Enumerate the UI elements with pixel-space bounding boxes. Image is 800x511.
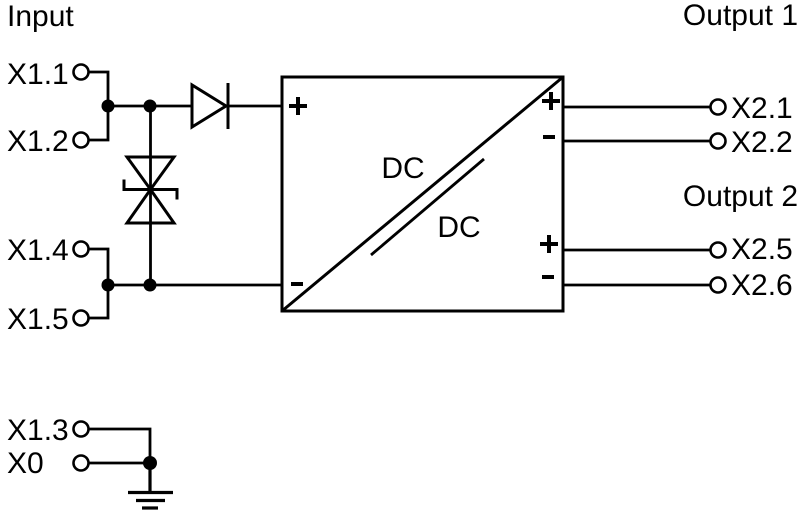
dcdc-converter-block: DC DC <box>280 75 565 313</box>
terminal-x1-1: X1.1 <box>7 58 90 91</box>
terminal-x1-5: X1.5 <box>7 303 90 336</box>
tvs-bottom-triangle <box>124 186 177 225</box>
terminal-label-x2-5: X2.5 <box>731 233 793 266</box>
input-section-label: Input <box>7 0 74 33</box>
junction-dot-top-left <box>101 99 115 113</box>
diode-icon <box>190 82 230 130</box>
tvs-z-bar <box>122 179 179 200</box>
terminal-circle-x0 <box>72 454 90 472</box>
terminal-circle-x2-5 <box>709 241 727 259</box>
terminal-label-x1-3: X1.3 <box>7 414 69 447</box>
terminal-x1-4: X1.4 <box>7 234 90 267</box>
terminal-x1-2: X1.2 <box>7 125 90 158</box>
tvs-top-triangle <box>124 155 177 193</box>
converter-diagonal-short <box>370 157 485 257</box>
diode-anode-triangle <box>190 82 229 130</box>
earth-ground-icon <box>128 463 173 510</box>
terminal-label-x0: X0 <box>7 447 44 480</box>
terminal-label-x2-1: X2.1 <box>731 92 793 125</box>
junction-dot-bottom-left <box>101 278 115 292</box>
wire-x1-3-stub <box>89 427 152 463</box>
terminal-label-x2-2: X2.2 <box>731 126 793 159</box>
terminal-x2-6: X2.6 <box>709 269 793 302</box>
terminal-x1-3: X1.3 <box>7 414 90 447</box>
plus-icon-output2 <box>540 235 558 253</box>
converter-diagonal <box>281 75 564 313</box>
terminal-label-x1-2: X1.2 <box>7 125 69 158</box>
terminal-circle-x1-1 <box>72 63 90 81</box>
converter-secondary-label: DC <box>437 211 480 244</box>
terminal-circle-x1-4 <box>72 240 90 258</box>
terminal-label-x1-4: X1.4 <box>7 234 69 267</box>
plus-icon-output1 <box>542 92 560 110</box>
bidirectional-suppressor-diode-icon <box>122 106 179 285</box>
output1-section-label: Output 1 <box>683 0 798 32</box>
converter-box <box>280 75 565 313</box>
ground-branch <box>89 427 173 510</box>
terminal-x2-5: X2.5 <box>709 233 793 266</box>
terminal-x2-2: X2.2 <box>709 126 793 159</box>
terminal-circle-x1-3 <box>72 420 90 438</box>
terminal-circle-x2-2 <box>709 132 727 150</box>
plus-icon-input <box>289 97 307 115</box>
output-wiring <box>563 105 711 287</box>
terminal-circle-x1-2 <box>72 131 90 149</box>
terminal-x2-1: X2.1 <box>709 92 793 125</box>
terminal-circle-x2-1 <box>709 98 727 116</box>
input-terminals: X1.1 X1.2 X1.4 X1.5 X1.3 X0 <box>7 58 90 480</box>
terminal-circle-x1-5 <box>72 309 90 327</box>
output-terminals: X2.1 X2.2 X2.5 X2.6 <box>709 92 793 302</box>
terminal-label-x2-6: X2.6 <box>731 269 793 302</box>
output2-section-label: Output 2 <box>683 180 798 213</box>
terminal-label-x1-1: X1.1 <box>7 58 69 91</box>
terminal-circle-x2-6 <box>709 276 727 294</box>
terminal-label-x1-5: X1.5 <box>7 303 69 336</box>
converter-primary-label: DC <box>381 152 424 185</box>
terminal-x0: X0 <box>7 447 90 480</box>
